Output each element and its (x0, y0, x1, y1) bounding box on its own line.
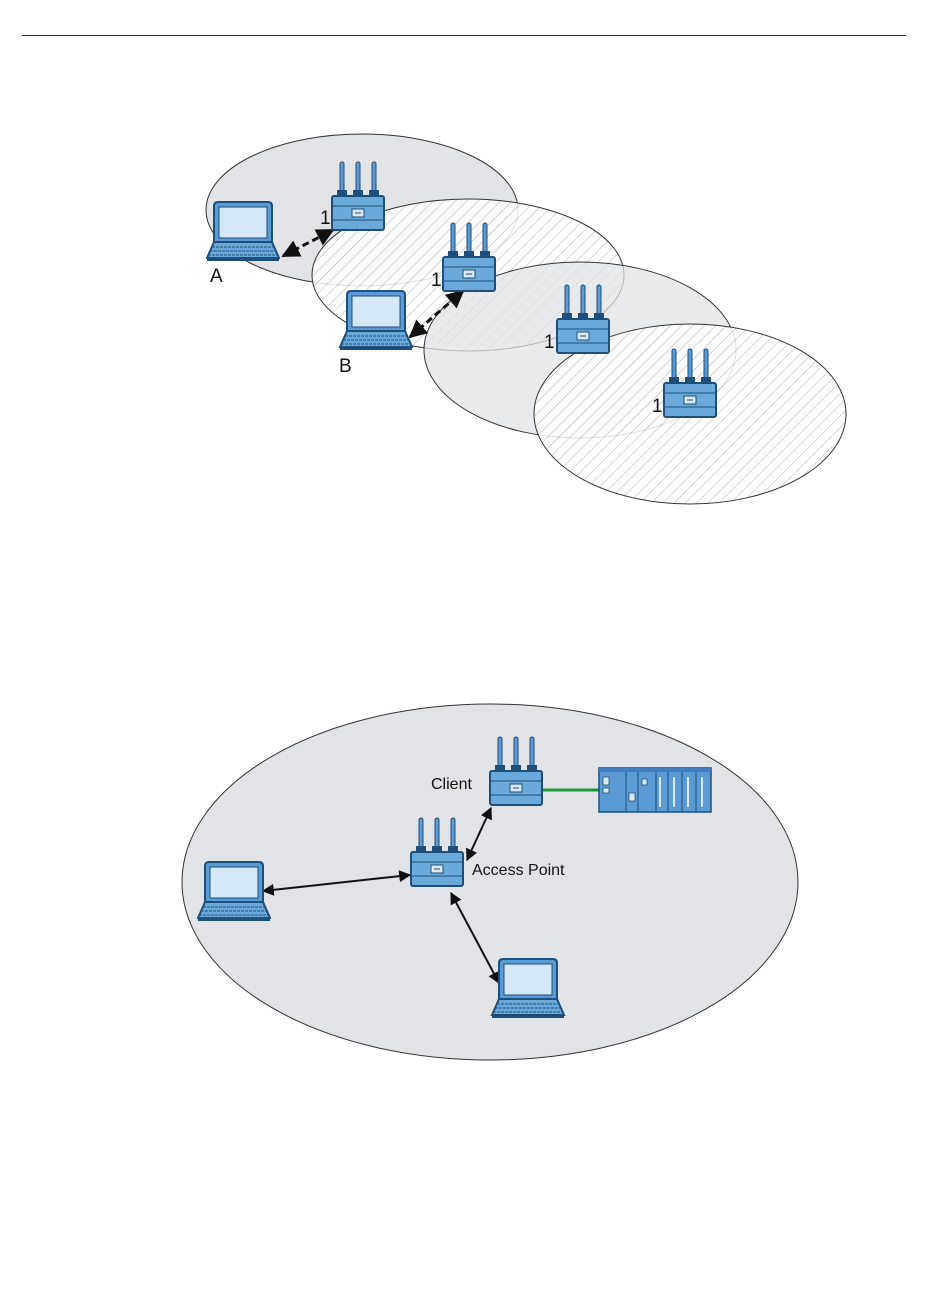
laptop-icon (340, 291, 412, 350)
ap-label-1: 1 (320, 208, 331, 229)
laptop-icon (492, 959, 564, 1018)
network-cell (182, 704, 798, 1060)
network-diagram: Client Access Point (182, 704, 798, 1060)
laptop-icon (198, 862, 270, 921)
client-label: Client (431, 776, 472, 793)
plc-rack-icon (599, 768, 711, 812)
wireless-router-icon (411, 820, 463, 886)
wireless-router-icon (443, 225, 495, 291)
wireless-router-icon (332, 164, 384, 230)
laptop-icon (207, 202, 279, 261)
laptop-b-label: B (339, 356, 352, 377)
ap-label-2: 1 (431, 270, 442, 291)
wireless-router-icon (664, 351, 716, 417)
ap-label-3: 1 (544, 332, 555, 353)
wireless-router-icon (490, 739, 542, 805)
access-point-label: Access Point (472, 862, 565, 879)
roaming-diagram: 1 1 1 1 A B (206, 134, 846, 504)
ap-label-4: 1 (652, 396, 663, 417)
wireless-router-icon (557, 287, 609, 353)
laptop-a-label: A (210, 266, 223, 287)
